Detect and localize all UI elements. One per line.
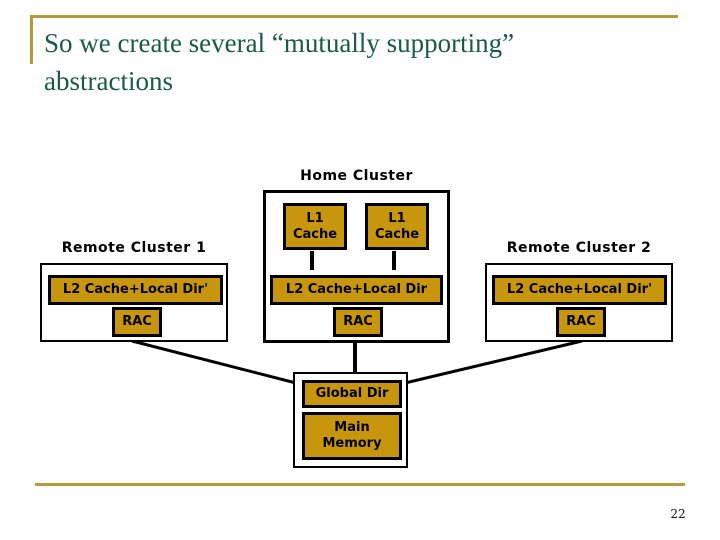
connector-l1right-to-l2 [392, 251, 396, 270]
home-l2-cache-box: L2 Cache+Local Dir [270, 275, 443, 305]
remote-cluster-2-rac-box: RAC [556, 307, 606, 337]
connector-l1left-to-l2 [310, 251, 314, 270]
main-memory-box: Main Memory [302, 412, 402, 460]
header-left-rule [30, 15, 33, 64]
remote-cluster-1-rac-box: RAC [112, 307, 162, 337]
home-cluster-label: Home Cluster [300, 168, 413, 184]
page-number: 22 [670, 507, 686, 521]
footer-rule [35, 483, 685, 486]
slide-title: So we create several “mutually supportin… [44, 28, 515, 96]
home-rac-box: RAC [333, 307, 383, 337]
l1-cache-left-box: L1 Cache [283, 203, 347, 250]
l1-cache-right-box: L1 Cache [365, 203, 429, 250]
remote-cluster-1-label: Remote Cluster 1 [61, 240, 207, 256]
connector-rac2-to-globaldir [404, 339, 583, 385]
connector-rac1-to-globaldir [131, 339, 297, 385]
remote-cluster-2-l2-cache-box: L2 Cache+Local Dir' [492, 275, 667, 305]
header-top-rule [30, 15, 678, 18]
global-dir-box: Global Dir [302, 380, 402, 408]
remote-cluster-1-l2-cache-box: L2 Cache+Local Dir' [48, 275, 223, 305]
remote-cluster-2-label: Remote Cluster 2 [506, 240, 652, 256]
